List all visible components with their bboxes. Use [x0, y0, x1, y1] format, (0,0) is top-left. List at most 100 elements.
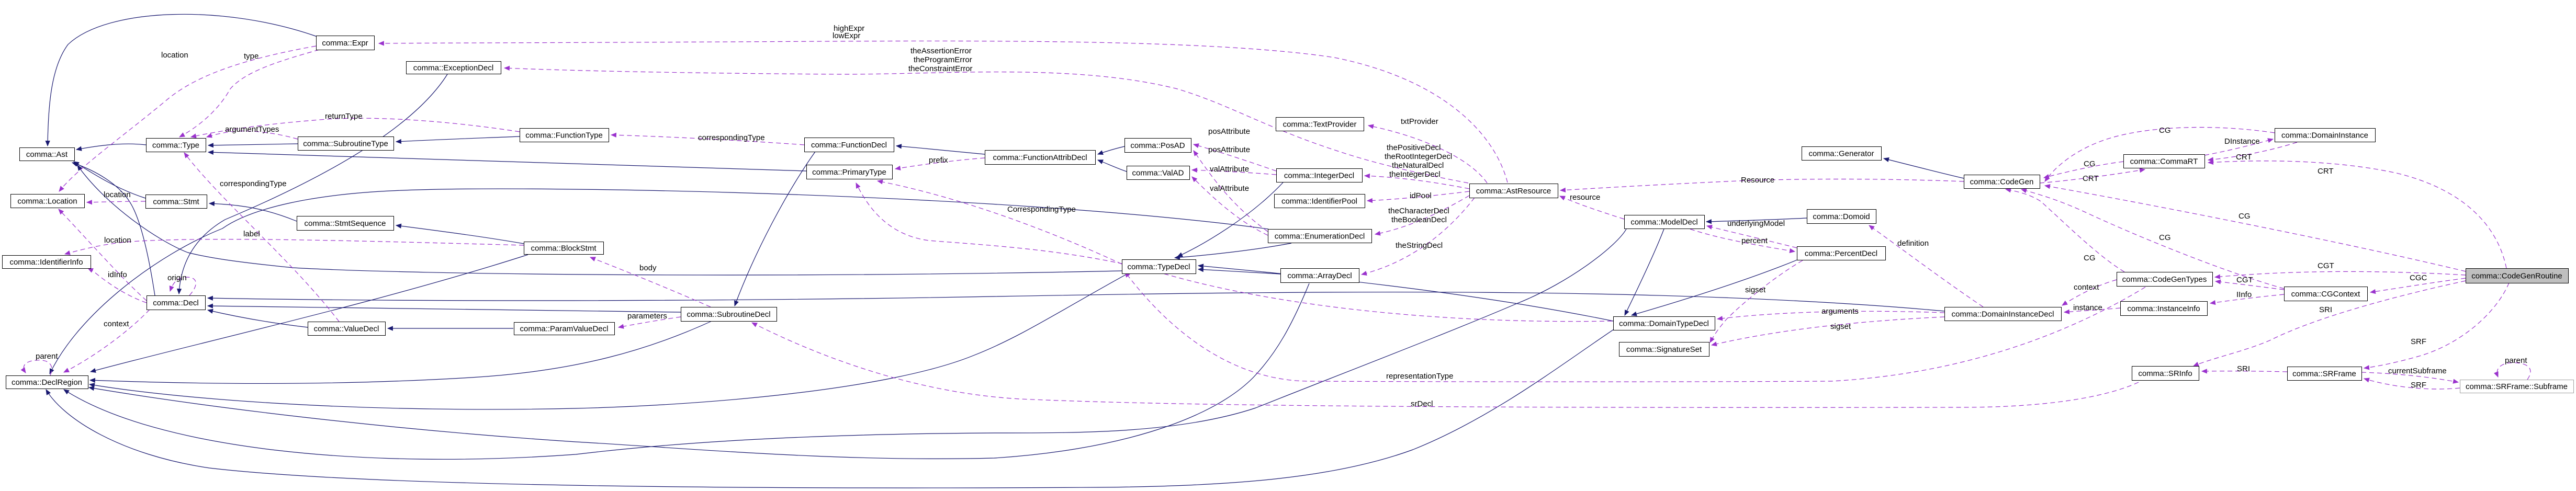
- svg-text:comma::IdentifierInfo: comma::IdentifierInfo: [9, 258, 83, 267]
- svg-text:comma::Generator: comma::Generator: [1808, 150, 1874, 158]
- svg-text:parameters: parameters: [627, 312, 667, 321]
- svg-text:CG: CG: [2159, 233, 2171, 242]
- svg-text:IInfo: IInfo: [2236, 290, 2252, 299]
- svg-text:comma::PosAD: comma::PosAD: [1130, 141, 1185, 150]
- svg-text:correspondingType: correspondingType: [220, 179, 287, 188]
- svg-text:CGT: CGT: [2318, 261, 2334, 270]
- svg-text:CG: CG: [2238, 212, 2251, 221]
- svg-text:theProgramError: theProgramError: [914, 55, 972, 64]
- svg-text:comma::TypeDecl: comma::TypeDecl: [1127, 262, 1190, 271]
- svg-text:comma::Domoid: comma::Domoid: [1813, 212, 1870, 221]
- svg-text:comma::FunctionType: comma::FunctionType: [525, 131, 603, 140]
- svg-text:definition: definition: [1897, 239, 1929, 248]
- svg-text:comma::TextProvider: comma::TextProvider: [1283, 120, 1357, 129]
- svg-text:comma::ArrayDecl: comma::ArrayDecl: [1287, 271, 1352, 280]
- svg-text:comma::ValAD: comma::ValAD: [1132, 169, 1184, 178]
- svg-text:comma::Stmt: comma::Stmt: [153, 198, 199, 207]
- svg-text:comma::DeclRegion: comma::DeclRegion: [12, 378, 82, 387]
- svg-text:percent: percent: [1741, 236, 1768, 245]
- svg-text:comma::BlockStmt: comma::BlockStmt: [531, 244, 597, 253]
- svg-text:DInstance: DInstance: [2224, 137, 2260, 146]
- svg-text:comma::FunctionDecl: comma::FunctionDecl: [811, 141, 887, 150]
- svg-text:valAttribute: valAttribute: [1210, 184, 1249, 193]
- svg-text:comma::Type: comma::Type: [152, 141, 199, 150]
- svg-text:comma::FunctionAttribDecl: comma::FunctionAttribDecl: [993, 153, 1087, 162]
- svg-text:sigset: sigset: [1830, 322, 1851, 331]
- svg-text:comma::SRInfo: comma::SRInfo: [2138, 369, 2192, 378]
- svg-text:highExpr: highExpr: [834, 24, 864, 33]
- svg-text:comma::ValueDecl: comma::ValueDecl: [314, 325, 379, 334]
- svg-text:label: label: [243, 230, 260, 238]
- svg-text:comma::Decl: comma::Decl: [153, 299, 199, 307]
- svg-text:CRT: CRT: [2236, 153, 2252, 162]
- svg-text:comma::EnumerationDecl: comma::EnumerationDecl: [1275, 232, 1365, 241]
- svg-text:comma::ExceptionDecl: comma::ExceptionDecl: [413, 64, 493, 73]
- svg-text:comma::IntegerDecl: comma::IntegerDecl: [1284, 172, 1354, 180]
- svg-text:CRT: CRT: [2083, 174, 2099, 183]
- svg-text:CGT: CGT: [2236, 276, 2253, 284]
- svg-text:comma::SubroutineDecl: comma::SubroutineDecl: [687, 310, 770, 319]
- svg-text:comma::IdentifierPool: comma::IdentifierPool: [1281, 197, 1357, 206]
- svg-text:srDecl: srDecl: [1411, 399, 1433, 408]
- svg-text:comma::CommaRT: comma::CommaRT: [2130, 157, 2198, 166]
- svg-text:comma::SubroutineType: comma::SubroutineType: [303, 140, 388, 149]
- svg-text:arguments: arguments: [1821, 307, 1859, 316]
- svg-text:comma::ParamValueDecl: comma::ParamValueDecl: [520, 325, 609, 334]
- svg-text:context: context: [104, 319, 129, 328]
- svg-text:posAttribute: posAttribute: [1208, 145, 1250, 154]
- svg-text:type: type: [244, 52, 258, 61]
- svg-text:comma::CodeGen: comma::CodeGen: [1970, 178, 2034, 187]
- svg-text:comma::SignatureSet: comma::SignatureSet: [1626, 345, 1702, 354]
- svg-text:valAttribute: valAttribute: [1210, 165, 1249, 174]
- svg-text:parent: parent: [2505, 356, 2527, 365]
- svg-text:SRI: SRI: [2319, 305, 2332, 314]
- svg-text:argumentTypes: argumentTypes: [225, 125, 279, 134]
- svg-text:theCharacterDecl: theCharacterDecl: [1388, 207, 1449, 215]
- svg-text:sigset: sigset: [1745, 286, 1766, 294]
- svg-text:theIntegerDecl: theIntegerDecl: [1389, 170, 1441, 179]
- svg-text:comma::ModelDecl: comma::ModelDecl: [1630, 218, 1697, 227]
- svg-text:CG: CG: [2084, 159, 2096, 168]
- svg-text:comma::PercentDecl: comma::PercentDecl: [1805, 249, 1877, 258]
- svg-text:lowExpr: lowExpr: [833, 31, 860, 40]
- svg-text:comma::Ast: comma::Ast: [26, 150, 68, 159]
- svg-text:comma::DomainInstanceDecl: comma::DomainInstanceDecl: [1952, 310, 2054, 319]
- svg-text:comma::CodeGenTypes: comma::CodeGenTypes: [2122, 275, 2207, 284]
- svg-text:SRF: SRF: [2411, 381, 2426, 390]
- svg-text:CGC: CGC: [2410, 273, 2427, 282]
- svg-text:comma::CGContext: comma::CGContext: [2291, 290, 2361, 299]
- svg-text:currentSubframe: currentSubframe: [2388, 367, 2447, 375]
- svg-text:instance: instance: [2073, 303, 2102, 312]
- svg-text:comma::DomainInstance: comma::DomainInstance: [2281, 131, 2368, 140]
- svg-text:comma::InstanceInfo: comma::InstanceInfo: [2127, 304, 2200, 313]
- svg-text:representationType: representationType: [1386, 372, 1453, 381]
- svg-text:CRT: CRT: [2318, 167, 2334, 176]
- svg-text:returnType: returnType: [325, 112, 363, 121]
- svg-text:posAttribute: posAttribute: [1208, 127, 1250, 136]
- svg-text:location: location: [161, 51, 188, 60]
- svg-text:theRootIntegerDecl: theRootIntegerDecl: [1385, 152, 1452, 161]
- svg-text:txtProvider: txtProvider: [1401, 117, 1438, 126]
- svg-text:comma::Expr: comma::Expr: [322, 39, 368, 48]
- svg-text:Resource: Resource: [1741, 176, 1774, 185]
- svg-text:comma::AstResource: comma::AstResource: [1476, 187, 1551, 196]
- svg-text:location: location: [104, 190, 131, 199]
- svg-text:SRF: SRF: [2411, 337, 2426, 346]
- svg-text:body: body: [639, 264, 657, 272]
- svg-text:resource: resource: [1570, 193, 1600, 202]
- svg-text:context: context: [2074, 283, 2099, 292]
- svg-text:comma::SRFrame: comma::SRFrame: [2292, 370, 2356, 379]
- svg-text:underlyingModel: underlyingModel: [1727, 219, 1785, 228]
- svg-text:comma::CodeGenRoutine: comma::CodeGenRoutine: [2471, 272, 2562, 281]
- svg-text:comma::PrimaryType: comma::PrimaryType: [812, 168, 886, 177]
- svg-text:location: location: [104, 236, 131, 245]
- svg-text:theConstraintError: theConstraintError: [908, 64, 973, 73]
- svg-text:origin: origin: [167, 273, 187, 282]
- svg-text:comma::SRFrame::Subframe: comma::SRFrame::Subframe: [2466, 382, 2568, 391]
- svg-text:correspondingType: correspondingType: [698, 133, 765, 142]
- svg-text:CG: CG: [2084, 254, 2096, 262]
- svg-text:theStringDecl: theStringDecl: [1396, 241, 1443, 250]
- svg-text:CG: CG: [2159, 126, 2171, 135]
- svg-text:prefix: prefix: [929, 156, 948, 165]
- svg-text:comma::StmtSequence: comma::StmtSequence: [305, 219, 386, 228]
